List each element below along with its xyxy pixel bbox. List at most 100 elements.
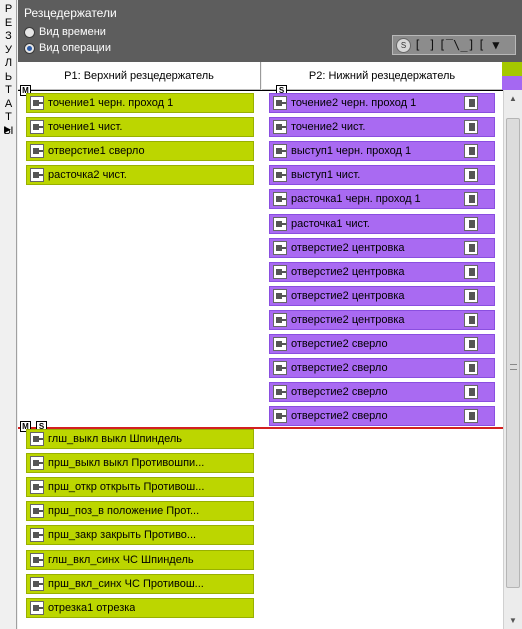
panel-title: Резцедержатели bbox=[24, 6, 117, 20]
tool-holder-icon bbox=[464, 120, 478, 135]
p2-operation[interactable]: отверстие2 центровка bbox=[269, 237, 495, 258]
vertical-scrollbar[interactable]: ▲ ▼ bbox=[503, 90, 522, 629]
tool-holder-icon bbox=[464, 409, 478, 424]
tool-holder-icon bbox=[464, 312, 478, 327]
tool-icon bbox=[273, 409, 287, 424]
sync-operation[interactable]: прш_вкл_синх ЧС Противош... bbox=[26, 573, 254, 594]
tool-icon bbox=[273, 144, 287, 159]
p2-color-swatch bbox=[502, 76, 522, 90]
tool-icon bbox=[30, 120, 44, 135]
tool-holder-icon bbox=[464, 144, 478, 159]
marker-m-sync[interactable]: M bbox=[20, 421, 31, 432]
tool-icon bbox=[273, 240, 287, 255]
radio-operation-label: Вид операции bbox=[39, 42, 111, 54]
layout-button-2[interactable]: [‾\_] bbox=[438, 38, 475, 52]
operation-label: отверстие2 центровка bbox=[291, 265, 405, 278]
scroll-down-icon[interactable]: ▼ bbox=[509, 616, 517, 625]
tool-holder-icon bbox=[464, 337, 478, 351]
tool-icon bbox=[30, 432, 44, 446]
operation-label: расточка2 чист. bbox=[48, 169, 127, 182]
radio-time-indicator[interactable] bbox=[24, 26, 35, 38]
results-tab-label: Р Е З У Л Ь Т А Т Ы bbox=[3, 3, 14, 137]
sync-operation[interactable]: прш_откр открыть Противош... bbox=[26, 477, 254, 498]
p1-operation[interactable]: отверстие1 сверло bbox=[26, 141, 254, 162]
tool-icon bbox=[273, 385, 287, 400]
tool-icon bbox=[30, 552, 44, 567]
view-toolbar: S [ ] [‾\_] [ ▼ bbox=[392, 35, 516, 55]
tool-icon bbox=[30, 504, 44, 519]
tool-icon bbox=[30, 480, 44, 495]
radio-time-view[interactable]: Вид времени bbox=[24, 26, 106, 38]
expand-arrow-icon[interactable]: ▶ bbox=[4, 124, 11, 134]
p2-operation[interactable]: отверстие2 сверло bbox=[269, 334, 495, 354]
scroll-up-icon[interactable]: ▲ bbox=[509, 94, 517, 103]
p2-operation[interactable]: отверстие2 сверло bbox=[269, 382, 495, 403]
tool-icon bbox=[273, 264, 287, 279]
p2-operation[interactable]: точение2 чист. bbox=[269, 117, 495, 138]
tool-icon bbox=[273, 337, 287, 351]
sync-operation[interactable]: прш_закр закрыть Противо... bbox=[26, 525, 254, 546]
p2-operation[interactable]: выступ1 черн. проход 1 bbox=[269, 141, 495, 162]
operation-label: точение2 черн. проход 1 bbox=[291, 97, 417, 109]
operation-label: отверстие1 сверло bbox=[48, 145, 145, 158]
p2-operation[interactable]: отверстие2 центровка bbox=[269, 261, 495, 282]
sync-button[interactable]: S bbox=[396, 37, 411, 53]
operation-label: отверстие2 сверло bbox=[291, 386, 388, 399]
scroll-thumb[interactable] bbox=[506, 118, 520, 588]
tool-icon bbox=[30, 144, 44, 159]
radio-operation-view[interactable]: Вид операции bbox=[24, 42, 111, 54]
p1-operation[interactable]: точение1 черн. проход 1 bbox=[26, 93, 254, 113]
operation-label: прш_откр открыть Противош... bbox=[48, 481, 205, 494]
p1-operation[interactable]: расточка2 чист. bbox=[26, 165, 254, 186]
tool-icon bbox=[273, 361, 287, 376]
operation-label: отрезка1 отрезка bbox=[48, 601, 136, 614]
sync-operation[interactable]: глш_вкл_синх ЧС Шпиндель bbox=[26, 549, 254, 570]
tool-icon bbox=[30, 528, 44, 543]
tool-holder-icon bbox=[464, 216, 478, 231]
p2-operation[interactable]: отверстие2 сверло bbox=[269, 406, 495, 427]
radio-operation-indicator[interactable] bbox=[24, 42, 35, 54]
p1-operation[interactable]: точение1 чист. bbox=[26, 117, 254, 138]
tool-holder-icon bbox=[464, 361, 478, 376]
start-sync-line bbox=[18, 90, 503, 91]
p2-operation[interactable]: расточка1 чист. bbox=[269, 213, 495, 234]
tool-icon bbox=[273, 96, 287, 110]
toolpost-panel-header: Резцедержатели Вид времени Вид операции … bbox=[18, 0, 522, 62]
scroll-grip-icon bbox=[510, 364, 517, 370]
marker-m-top[interactable]: M bbox=[20, 85, 31, 96]
tool-holder-icon bbox=[464, 240, 478, 255]
tool-holder-icon bbox=[464, 96, 478, 110]
operation-label: прш_вкл_синх ЧС Противош... bbox=[48, 577, 204, 590]
operation-label: прш_поз_в положение Прот... bbox=[48, 505, 200, 518]
tool-icon bbox=[30, 600, 44, 615]
tool-holder-icon bbox=[464, 288, 478, 303]
operation-label: отверстие2 сверло bbox=[291, 362, 388, 375]
tool-icon bbox=[273, 192, 287, 207]
operation-label: расточка1 черн. проход 1 bbox=[291, 193, 421, 206]
tool-icon bbox=[30, 96, 44, 110]
operation-label: отверстие2 центровка bbox=[291, 241, 405, 254]
column-header-p1: P1: Верхний резцедержатель bbox=[18, 62, 261, 90]
sync-operation[interactable]: глш_выкл выкл Шпиндель bbox=[26, 429, 254, 449]
p2-operation[interactable]: отверстие2 центровка bbox=[269, 285, 495, 306]
operation-label: прш_закр закрыть Противо... bbox=[48, 529, 197, 542]
sync-operation[interactable]: прш_поз_в положение Прот... bbox=[26, 501, 254, 522]
tool-holder-icon bbox=[464, 264, 478, 279]
column-header-p2: P2: Нижний резцедержатель bbox=[262, 62, 502, 90]
p2-operation[interactable]: расточка1 черн. проход 1 bbox=[269, 189, 495, 210]
sync-operation[interactable]: отрезка1 отрезка bbox=[26, 597, 254, 618]
tool-icon bbox=[30, 576, 44, 591]
p2-operation[interactable]: отверстие2 центровка bbox=[269, 309, 495, 330]
sync-operation[interactable]: прш_выкл выкл Противошпи... bbox=[26, 453, 254, 474]
operation-label: точение2 чист. bbox=[291, 121, 366, 134]
results-side-tab[interactable]: Р Е З У Л Ь Т А Т Ы ▶ bbox=[0, 0, 17, 629]
operation-label: отверстие2 сверло bbox=[291, 338, 388, 350]
layout-dropdown[interactable]: [ ▼ bbox=[477, 38, 500, 52]
p2-operation[interactable]: выступ1 чист. bbox=[269, 165, 495, 186]
operation-label: расточка1 чист. bbox=[291, 217, 370, 230]
p2-operation[interactable]: отверстие2 сверло bbox=[269, 358, 495, 379]
layout-button-1[interactable]: [ ] bbox=[414, 38, 436, 52]
tool-icon bbox=[273, 216, 287, 231]
operation-label: отверстие2 центровка bbox=[291, 313, 405, 326]
p2-operation[interactable]: точение2 черн. проход 1 bbox=[269, 93, 495, 113]
